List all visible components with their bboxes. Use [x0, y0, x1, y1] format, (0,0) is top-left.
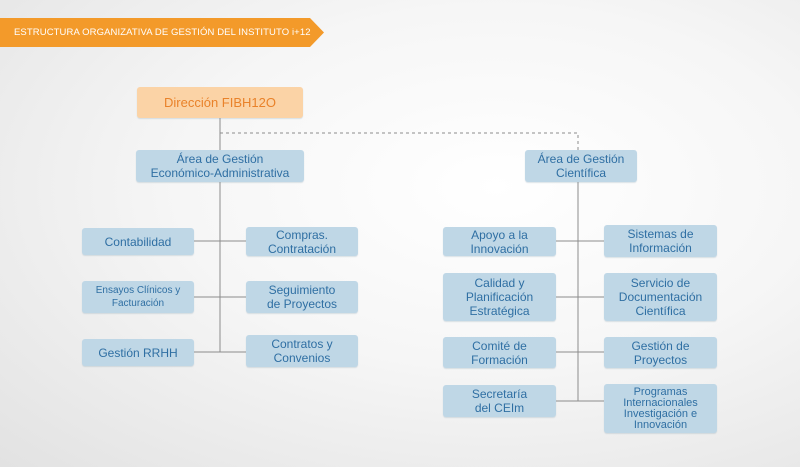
node-direccion: Dirección FIBH12O [137, 87, 303, 118]
banner-title: ESTRUCTURA ORGANIZATIVA DE GESTIÓN DEL I… [14, 27, 311, 38]
title-banner: ESTRUCTURA ORGANIZATIVA DE GESTIÓN DEL I… [0, 18, 324, 47]
node-area-cientifica: Área de Gestión Científica [525, 150, 637, 182]
node-area-economico-administrativa: Área de Gestión Económico-Administrativa [136, 150, 304, 182]
node-comite-formacion: Comité de Formación [443, 337, 556, 368]
node-compras-contratacion: Compras. Contratación [246, 227, 358, 256]
node-ensayos-clinicos: Ensayos Clínicos y Facturación [82, 281, 194, 313]
node-contratos-convenios: Contratos y Convenios [246, 335, 358, 367]
node-gestion-rrhh: Gestión RRHH [82, 339, 194, 366]
node-programas-internacionales: Programas Internacionales Investigación … [604, 384, 717, 433]
node-secretaria-ceim: Secretaría del CEIm [443, 385, 556, 417]
node-apoyo-innovacion: Apoyo a la Innovación [443, 227, 556, 256]
node-gestion-proyectos: Gestión de Proyectos [604, 337, 717, 368]
node-contabilidad: Contabilidad [82, 228, 194, 255]
node-servicio-documentacion: Servicio de Documentación Científica [604, 273, 717, 321]
connector-top-to-right [220, 132, 579, 150]
node-sistemas-informacion: Sistemas de Información [604, 225, 717, 257]
node-seguimiento-proyectos: Seguimiento de Proyectos [246, 281, 358, 313]
node-calidad-planificacion: Calidad y Planificación Estratégica [443, 273, 556, 321]
